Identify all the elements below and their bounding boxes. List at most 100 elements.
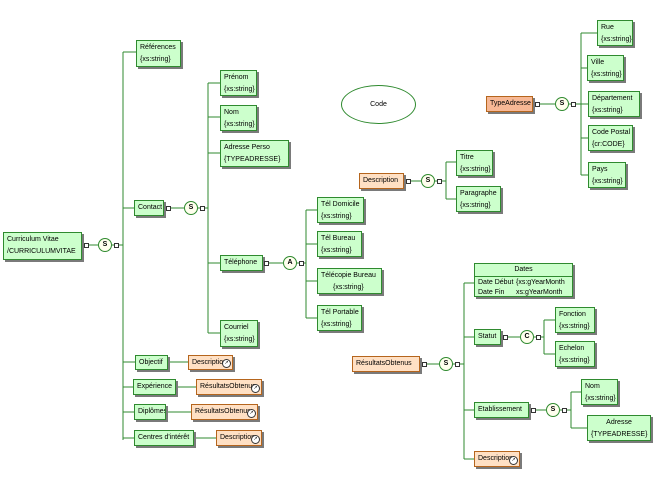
sequence-compositor-resultats[interactable]: S xyxy=(439,357,453,371)
ville-title: Ville xyxy=(591,59,605,66)
sequence-compositor-typeadresse[interactable]: S xyxy=(555,97,569,111)
date-fin-label: Date Fin xyxy=(478,289,505,297)
reference-link-icon: ↗ xyxy=(222,359,231,368)
element-rue[interactable]: Rue {xs:string} xyxy=(597,20,633,46)
collapse-toggle-icon[interactable] xyxy=(299,261,304,266)
departement-title: Département xyxy=(592,95,633,102)
sequence-compositor-root[interactable]: S xyxy=(98,238,112,252)
echelon-type: {xs:string} xyxy=(559,357,590,365)
ref-label: RésultatsObtenus xyxy=(195,408,251,415)
ref-label: Description xyxy=(220,434,256,441)
sequence-compositor-etablissement[interactable]: S xyxy=(546,403,560,417)
element-titre[interactable]: Titre {xs:string} xyxy=(456,150,493,176)
complex-type-description[interactable]: Description xyxy=(359,173,404,189)
ref-description-resultats[interactable]: Description↗ xyxy=(474,451,520,467)
collapse-toggle-icon[interactable] xyxy=(503,335,508,340)
element-echelon[interactable]: Echelon {xs:string} xyxy=(555,341,595,367)
collapse-toggle-icon[interactable] xyxy=(114,243,119,248)
element-statut[interactable]: Statut xyxy=(474,329,501,345)
titre-title: Titre xyxy=(460,154,474,161)
prenom-title: Prénom xyxy=(224,74,249,81)
collapse-toggle-icon[interactable] xyxy=(200,206,205,211)
element-etablissement-adresse[interactable]: Adresse {TYPEADRESSE} xyxy=(587,415,651,441)
element-departement[interactable]: Département {xs:string} xyxy=(588,91,640,117)
collapse-toggle-icon[interactable] xyxy=(562,408,567,413)
element-tel-portable[interactable]: Tél Portable {xs:string} xyxy=(317,305,362,331)
date-debut-type: {xs:gYearMonth xyxy=(516,279,565,287)
element-pays[interactable]: Pays {xs:string} xyxy=(588,162,626,188)
collapse-toggle-icon[interactable] xyxy=(166,206,171,211)
element-references[interactable]: Références {xs:string} xyxy=(136,40,181,67)
element-tel-domicile[interactable]: Tél Domicile {xs:string} xyxy=(317,197,364,223)
adresse-perso-title: Adresse Perso xyxy=(224,144,270,151)
paragraphe-title: Paragraphe xyxy=(460,190,497,197)
collapse-toggle-icon[interactable] xyxy=(84,243,89,248)
element-paragraphe[interactable]: Paragraphe {xs:string} xyxy=(456,186,501,212)
rue-title: Rue xyxy=(601,24,614,31)
references-title: Références xyxy=(140,44,176,51)
date-debut-label: Date Début xyxy=(478,279,514,287)
collapse-toggle-icon[interactable] xyxy=(536,335,541,340)
reference-link-icon: ↗ xyxy=(251,435,260,444)
element-code-postal[interactable]: Code Postal {cr:CODE} xyxy=(588,125,633,151)
collapse-toggle-icon[interactable] xyxy=(531,408,536,413)
reference-link-icon: ↗ xyxy=(251,384,260,393)
element-courriel[interactable]: Courriel {xs:string} xyxy=(220,320,258,347)
element-telephone[interactable]: Téléphone xyxy=(220,255,263,271)
code-postal-title: Code Postal xyxy=(592,129,631,136)
collapse-toggle-icon[interactable] xyxy=(535,102,540,107)
element-fonction[interactable]: Fonction {xs:string} xyxy=(555,307,595,333)
element-telecopie-bureau[interactable]: Télécopie Bureau {xs:string} xyxy=(317,268,382,294)
references-type: {xs:string} xyxy=(140,56,171,64)
collapse-toggle-icon[interactable] xyxy=(406,179,411,184)
element-ville[interactable]: Ville {xs:string} xyxy=(587,55,624,81)
prenom-type: {xs:string} xyxy=(224,86,255,94)
ref-resultats-experience[interactable]: RésultatsObtenus↗ xyxy=(196,379,262,395)
element-diplomes[interactable]: Diplômes xyxy=(134,404,166,420)
date-fin-type: xs:gYearMonth xyxy=(516,289,563,297)
date-fin-row: Date Fin xs:gYearMonth xyxy=(478,288,569,297)
tel-bureau-type: {xs:string} xyxy=(321,247,352,255)
element-objectif[interactable]: Objectif xyxy=(135,355,168,370)
etab-nom-type: {xs:string} xyxy=(585,395,616,403)
nom-title: Nom xyxy=(224,109,239,116)
collapse-toggle-icon[interactable] xyxy=(422,362,427,367)
element-adresse-perso[interactable]: Adresse Perso {TYPEADRESSE} xyxy=(220,140,289,167)
ref-description-objectif[interactable]: Description↗ xyxy=(188,355,233,370)
reference-link-icon: ↗ xyxy=(509,456,518,465)
titre-type: {xs:string} xyxy=(460,166,491,174)
ref-resultats-diplomes[interactable]: RésultatsObtenus↗ xyxy=(191,404,258,420)
collapse-toggle-icon[interactable] xyxy=(264,261,269,266)
collapse-toggle-icon[interactable] xyxy=(571,102,576,107)
choice-compositor-statut[interactable]: C xyxy=(520,330,534,344)
all-compositor-telephone[interactable]: A xyxy=(283,256,297,270)
element-prenom[interactable]: Prénom {xs:string} xyxy=(220,70,257,96)
ref-label: Description xyxy=(192,359,228,366)
element-tel-bureau[interactable]: Tél Bureau {xs:string} xyxy=(317,231,362,257)
paragraphe-type: {xs:string} xyxy=(460,202,491,210)
fonction-title: Fonction xyxy=(559,311,586,318)
collapse-toggle-icon[interactable] xyxy=(455,362,460,367)
complex-type-typeadresse[interactable]: TypeAdresse xyxy=(486,96,533,112)
element-etablissement-nom[interactable]: Nom {xs:string} xyxy=(581,379,618,405)
root-type: /CURRICULUMVITAE xyxy=(7,248,76,256)
element-centres-interet[interactable]: Centres d'intérêt xyxy=(134,430,194,446)
element-experience[interactable]: Expérience xyxy=(133,379,176,395)
complex-type-resultats-obtenus[interactable]: RésultatsObtenus xyxy=(352,356,420,372)
ref-description-centres[interactable]: Description↗ xyxy=(216,430,262,446)
tel-domicile-type: {xs:string} xyxy=(321,213,352,221)
tel-portable-title: Tél Portable xyxy=(321,309,359,316)
element-nom[interactable]: Nom {xs:string} xyxy=(220,105,257,131)
element-etablissement[interactable]: Etablissement xyxy=(474,402,529,418)
tel-portable-type: {xs:string} xyxy=(321,321,352,329)
root-title: Curriculum Vitae xyxy=(7,236,59,243)
fonction-type: {xs:string} xyxy=(559,323,590,331)
root-element-curriculum-vitae[interactable]: Curriculum Vitae /CURRICULUMVITAE xyxy=(3,232,82,260)
sequence-compositor-description[interactable]: S xyxy=(421,174,435,188)
element-contact[interactable]: Contact xyxy=(134,200,164,216)
sequence-compositor-contact[interactable]: S xyxy=(184,201,198,215)
collapse-toggle-icon[interactable] xyxy=(437,179,442,184)
reference-link-icon: ↗ xyxy=(247,409,256,418)
